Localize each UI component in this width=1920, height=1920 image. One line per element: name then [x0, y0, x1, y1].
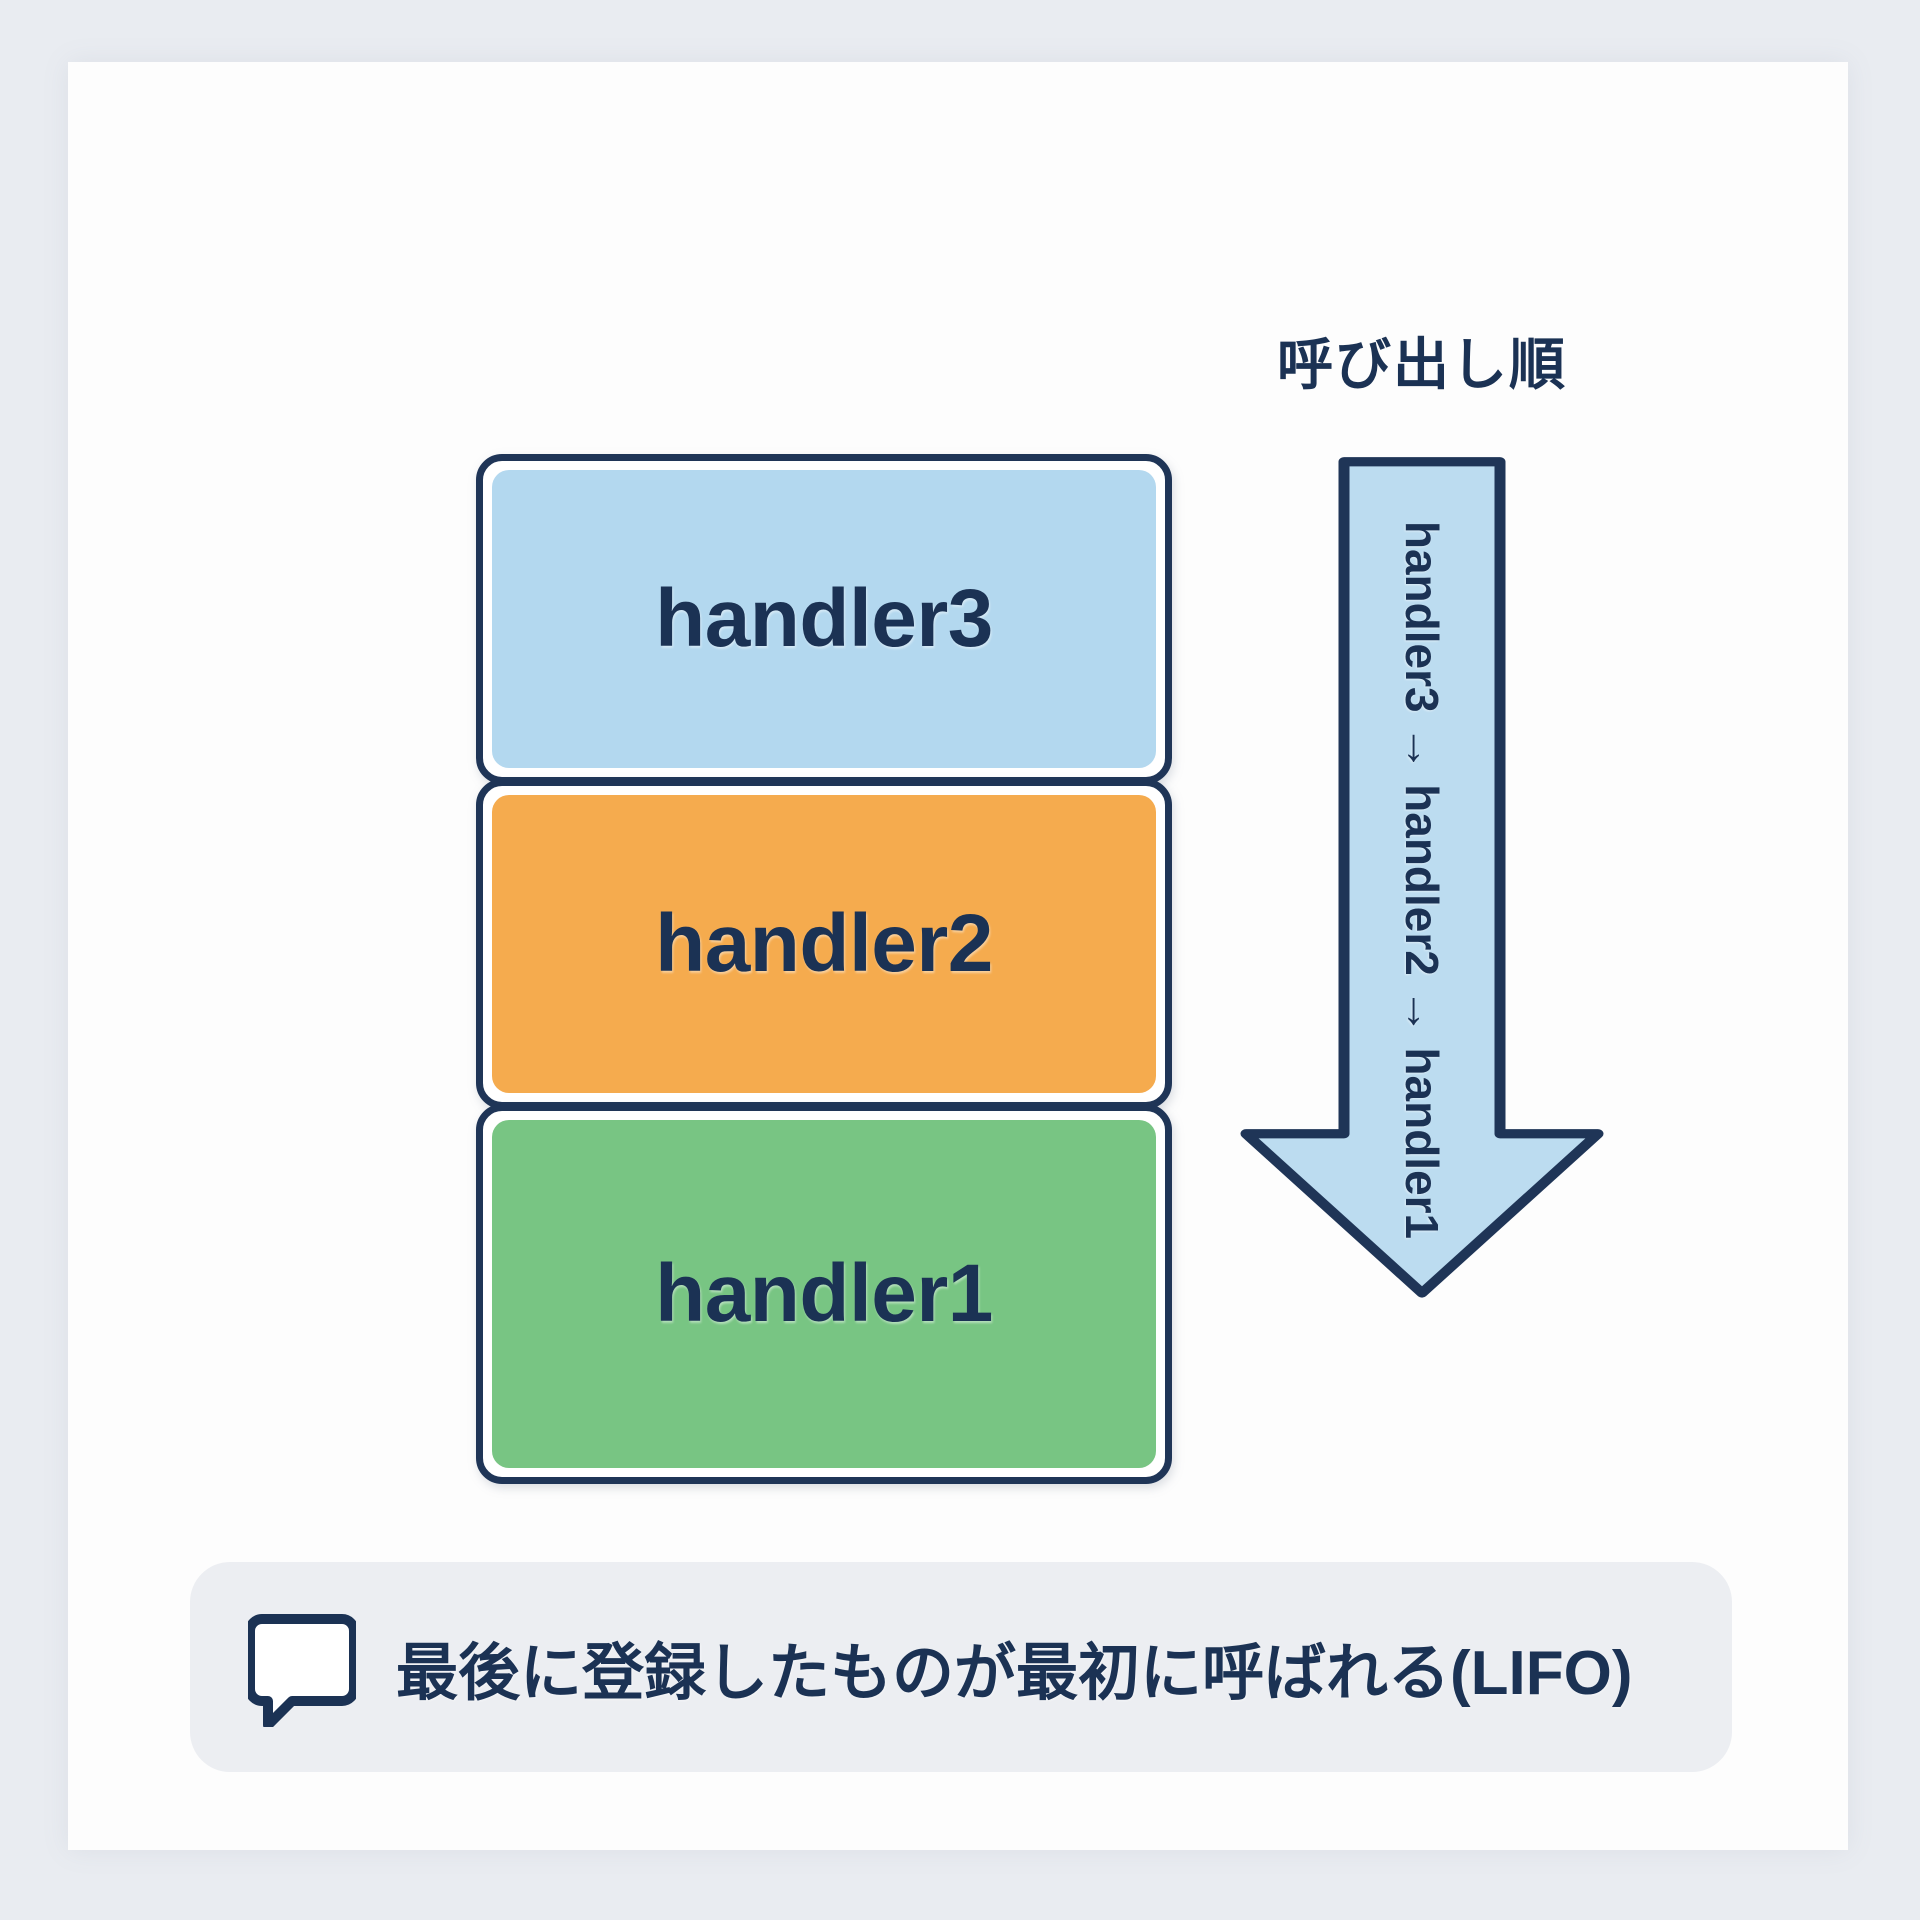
handler-box-fill-handler1: handler1 [492, 1120, 1156, 1468]
handler-box-label-handler1: handler1 [655, 1248, 993, 1339]
handler-box-label-handler3: handler3 [655, 573, 993, 664]
lifo-caption-text: 最後に登録したものが最初に呼ばれる(LIFO) [396, 1639, 1633, 1708]
handler-box-handler1[interactable]: handler1 [476, 1104, 1172, 1484]
speech-bubble-icon [245, 1609, 359, 1732]
call-order-title: 呼び出し順 [1277, 333, 1567, 396]
down-arrow-icon [1240, 457, 1604, 1298]
call-order-arrow: handler3 → handler2 → handler1 [1232, 455, 1612, 1305]
handler-box-handler2[interactable]: handler2 [476, 779, 1172, 1109]
lifo-caption-bar: 最後に登録したものが最初に呼ばれる(LIFO) [190, 1562, 1732, 1772]
handler-box-fill-handler3: handler3 [492, 470, 1156, 768]
handler-box-fill-handler2: handler2 [492, 795, 1156, 1093]
handler-stack: handler3 handler2 handler1 [476, 454, 1172, 1484]
handler-box-label-handler2: handler2 [655, 898, 993, 989]
handler-box-handler3[interactable]: handler3 [476, 454, 1172, 784]
